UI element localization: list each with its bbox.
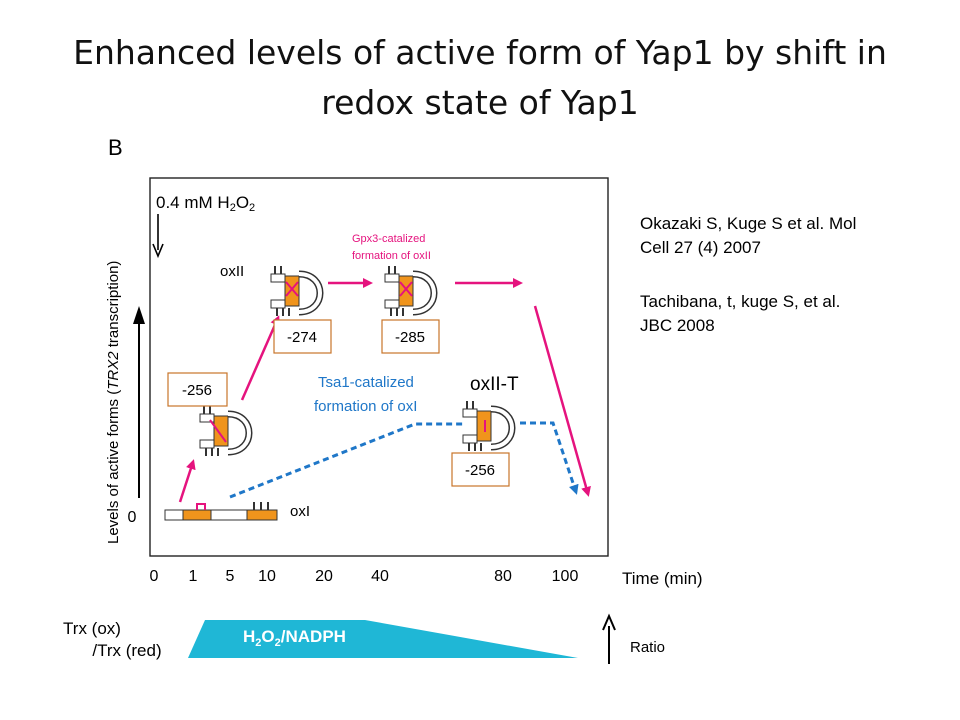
x-tick-label: 20 [315,568,333,585]
disulfide-bond-2 [285,281,299,297]
disulfide-bond-3 [399,281,413,297]
slide-title-line-1: Enhanced levels of active form of Yap1 b… [73,33,887,72]
ratio-arrow-head [602,613,616,631]
x-axis-title: Time (min) [622,569,703,588]
tsa1-label-line-1: Tsa1-catalized [318,374,414,391]
reference-2-line-2: JBC 2008 [640,316,715,335]
reference-okazaki: Okazaki S, Kuge S et al. Mol Cell 27 (4)… [640,212,856,260]
reference-tachibana: Tachibana, t, kuge S, et al. JBC 2008 [640,290,840,338]
oxii-label: oxII [220,263,244,280]
x-tick-labels: 0 1 5 10 20 40 80 100 [150,568,579,585]
tsa1-path-decline [520,421,579,495]
x-tick-label: 10 [258,568,276,585]
treatment-arrow-head [152,243,164,259]
x-tick-label: 80 [494,568,512,585]
gpx3-label-line-1: Gpx3-catalized [352,233,425,245]
yap1-oxii-form-1 [271,266,320,316]
svg-text:-256: -256 [465,462,495,479]
oxi-form-baseline [164,502,278,521]
ratio-wedge [188,620,578,658]
disulfide-bond-1 [209,419,227,443]
reference-1-line-2: Cell 27 (4) 2007 [640,238,761,257]
oxii-t-label: oxII-T [470,374,519,395]
svg-text:-256: -256 [182,382,212,399]
tsa1-path-rise [229,422,463,499]
yap1-oxii-t-form [463,401,512,451]
slide-title: Enhanced levels of active form of Yap1 b… [40,28,920,128]
y-axis-arrow-head [133,306,145,324]
magenta-arrow-decline [533,305,591,497]
svg-text:-285: -285 [395,329,425,346]
magenta-arrow-1 [178,459,196,503]
trx-ratio-label-line-2: /Trx (red) [92,641,161,660]
slide-title-line-2: redox state of Yap1 [321,83,639,122]
gpx3-label-line-2: formation of oxII [352,250,431,262]
x-tick-label: 0 [150,568,159,585]
cysteine-box-285: -285 [381,319,440,354]
x-tick-label: 100 [552,568,579,585]
magenta-arrow-2 [240,315,280,401]
plot-frame [149,177,609,557]
oxi-label: oxI [290,503,310,520]
ratio-wedge-label: H2O2/NADPH [243,627,346,649]
cysteine-box-256-first: -256 [167,372,228,407]
reference-2-line-1: Tachibana, t, kuge S, et al. [640,292,841,311]
yap1-intermediate-1 [200,406,249,456]
tsa1-label-line-2: formation of oxI [314,398,417,415]
yap1-oxii-form-2 [385,266,434,316]
ratio-label: Ratio [630,639,665,656]
x-tick-label: 40 [371,568,389,585]
x-tick-label: 1 [189,568,198,585]
panel-label: B [108,135,123,160]
y-axis-label: Levels of active forms (TRX2 transcripti… [105,261,122,544]
y-zero-label: 0 [128,509,137,526]
reference-1-line-1: Okazaki S, Kuge S et al. Mol [640,214,857,233]
treatment-label: 0.4 mM H2O2 [156,193,255,214]
trx-ratio-label-line-1: Trx (ox) [63,619,121,638]
cysteine-box-256-second: -256 [451,452,510,487]
x-tick-label: 5 [226,568,235,585]
cysteine-box-274: -274 [273,319,332,354]
svg-text:-274: -274 [287,329,317,346]
